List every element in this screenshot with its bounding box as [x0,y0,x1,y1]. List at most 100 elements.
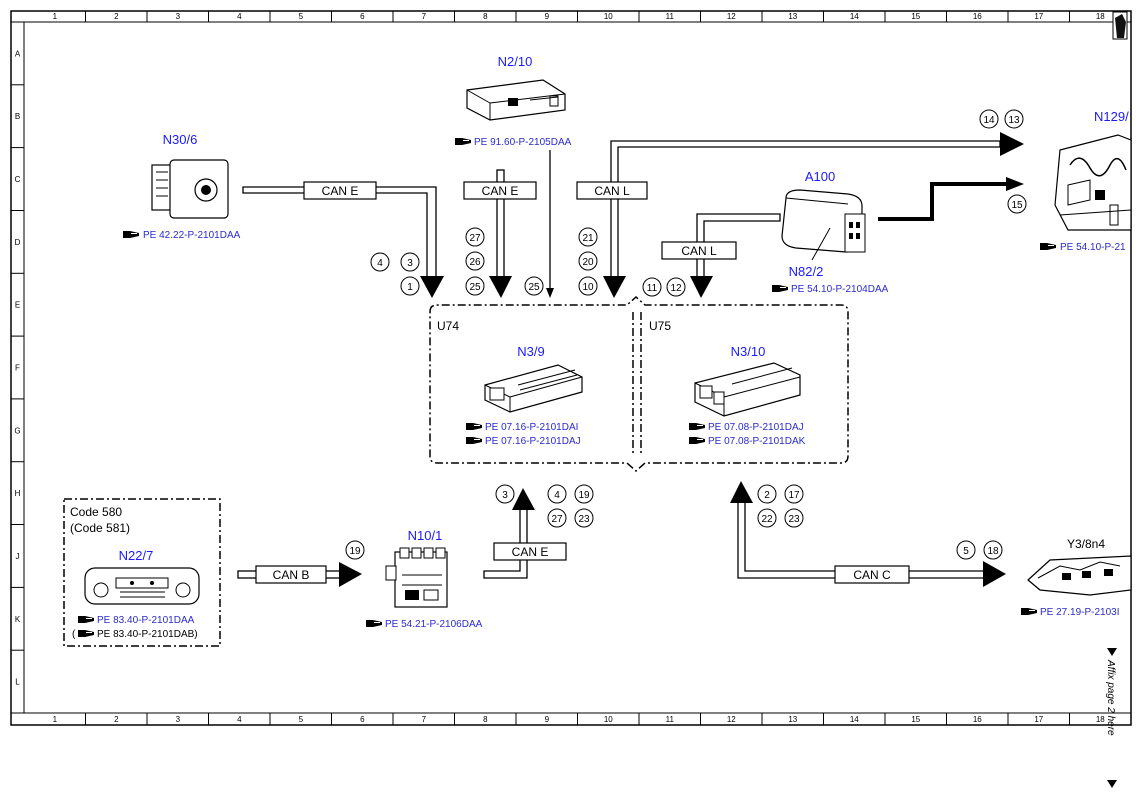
svg-text:1: 1 [407,282,413,293]
grid-column-label: 4 [237,12,242,21]
component-label-n2-10: N2/10 [498,54,533,69]
component-ref-n22-7-2[interactable]: PE 83.40-P-2101DAB) [97,629,198,640]
grid-column-label: 3 [176,12,181,21]
svg-text:13: 13 [1008,115,1020,126]
component-ref-n3-10-1[interactable]: PE 07.08-P-2101DAJ [708,422,804,433]
component-y3-8n4: Y3/8n4 PE 27.19-P-2103I [1021,537,1132,618]
grid-row-label: J [16,552,20,561]
signal-marker: 19 [574,484,594,504]
grid-row-label: A [15,49,21,58]
signal-marker: 17 [784,484,804,504]
module-a100-image [781,189,866,261]
grid-column-label: 13 [788,715,797,724]
svg-text:21: 21 [582,233,594,244]
component-ref-y3-8n4[interactable]: PE 27.19-P-2103I [1040,607,1120,618]
reference-icon [772,285,788,292]
component-ref-n10-1[interactable]: PE 54.21-P-2106DAA [385,619,483,630]
component-ref-n22-7-1[interactable]: PE 83.40-P-2101DAA [97,615,195,626]
grid-column-label: 7 [422,715,427,724]
component-label-n3-10: N3/10 [731,344,766,359]
grid-column-label: 14 [850,12,859,21]
svg-text:11: 11 [647,283,658,294]
svg-text:3: 3 [502,490,508,501]
grid-column-label: 5 [299,12,304,21]
module-n10-1-image [385,547,448,608]
unit-label-u74: U74 [437,319,459,333]
grid-row-label: B [15,112,20,121]
reference-icon [78,616,94,623]
svg-text:26: 26 [469,257,481,268]
reference-icon [78,630,94,637]
signal-marker: 20 [578,251,598,271]
signal-marker: 22 [757,508,777,528]
component-ref-n129[interactable]: PE 54.10-P-21 [1060,242,1126,253]
component-n10-1: N10/1 PE 54.21-P-2106DAA [366,528,483,630]
bus-can-e-left: CAN E [242,181,444,298]
svg-text:20: 20 [582,257,594,268]
signal-marker: 3 [495,484,515,504]
svg-text:25: 25 [528,282,540,293]
signal-marker: 12 [666,277,686,297]
component-ref-n30-6[interactable]: PE 42.22-P-2101DAA [143,230,241,241]
grid-column-label: 12 [727,715,736,724]
component-n2-10: N2/10 PE 91.60-P-2105DAA [455,54,572,148]
affix-note: Affix page 2 here [1105,648,1117,788]
grid-column-label: 6 [360,12,365,21]
grid-column-label: 1 [53,12,58,21]
signal-marker: 13 [1004,109,1024,129]
code-line-1: Code 580 [70,505,122,519]
reference-icon [1021,608,1037,615]
grid-row-label: K [15,615,21,624]
signal-marker: 23 [574,508,594,528]
grid-column-label: 9 [545,715,550,724]
bus-can-b: CAN B [237,562,362,587]
reference-icon [689,423,705,430]
svg-text:23: 23 [578,514,590,525]
component-label-a100: A100 [805,169,835,184]
bus-can-e-mid: CAN E [463,169,537,298]
component-ref-n2-10[interactable]: PE 91.60-P-2105DAA [474,137,572,148]
module-n3-9-image [484,364,583,413]
component-ref-n3-9-1[interactable]: PE 07.16-P-2101DAI [485,422,578,433]
signal-marker: 2 [757,484,777,504]
grid-column-label: 8 [483,12,488,21]
signal-line-a100-n129 [878,177,1024,221]
svg-text:17: 17 [788,490,800,501]
signal-marker: 1 [400,276,420,296]
grid-column-label: 5 [299,715,304,724]
bus-can-l-top: CAN L [576,132,1024,298]
unit-label-u75: U75 [649,319,671,333]
signal-marker: 11 [642,277,662,297]
grid-column-label: 11 [666,12,675,21]
frame [10,10,1132,726]
signal-marker: 3 [400,252,420,272]
grid-row-label: G [14,426,20,435]
svg-text:15: 15 [1011,200,1023,211]
signal-marker: 5 [956,540,976,560]
code-line-2: (Code 581) [70,521,130,535]
grid-column-label: 11 [666,715,675,724]
grid-column-label: 17 [1034,715,1043,724]
grid-column-label: 15 [911,12,920,21]
code-box: Code 580 (Code 581) N22/7 PE 83.40-P-210… [63,498,221,647]
grid-column-label: 10 [604,12,613,21]
signal-marker: 19 [345,540,365,560]
module-n2-10-image [466,79,566,121]
svg-text:3: 3 [407,258,413,269]
reference-icon [455,138,471,145]
component-ref-n82-2[interactable]: PE 54.10-P-2104DAA [791,284,889,295]
module-n22-7-image [84,567,200,605]
module-y3-8n4-image [1027,555,1132,596]
grid-column-label: 7 [422,12,427,21]
ref-paren-open: ( [72,629,76,640]
component-ref-n3-10-2[interactable]: PE 07.08-P-2101DAK [708,436,806,447]
component-ref-n3-9-2[interactable]: PE 07.16-P-2101DAJ [485,436,581,447]
svg-text:25: 25 [469,282,481,293]
component-label-n82-2: N82/2 [789,264,824,279]
grid-column-label: 14 [850,715,859,724]
signal-line-n2-10 [546,150,554,298]
